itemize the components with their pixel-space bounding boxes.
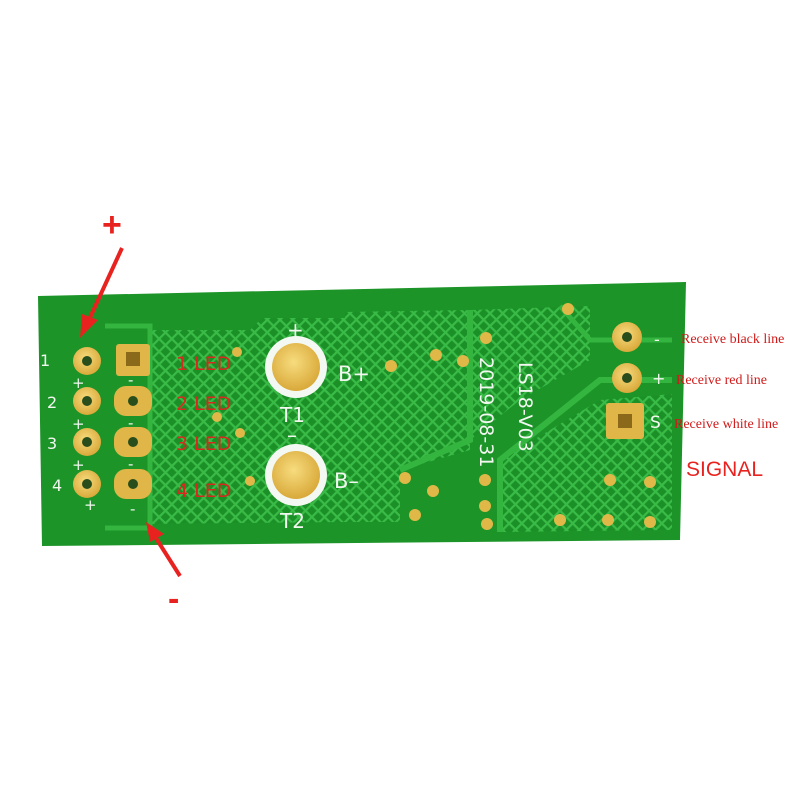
- hatch-middle: [345, 310, 470, 522]
- pad-mark-3: -: [128, 455, 133, 473]
- receive-red-label: Receive red line: [676, 373, 767, 388]
- receive-black-label: Receive black line: [681, 332, 784, 347]
- trace-3: [105, 323, 153, 531]
- pad-mark-4: -: [130, 500, 135, 518]
- pin-pads: [73, 347, 101, 498]
- plus-mark-1: +: [72, 374, 85, 392]
- trace-4: [558, 304, 672, 343]
- header-minus-label: -: [654, 330, 660, 349]
- receive-white-label: Receive white line: [674, 417, 778, 432]
- trace-1: [398, 310, 473, 473]
- b-minus-label: B–: [334, 469, 359, 493]
- t1-plus-mark: +: [287, 318, 304, 342]
- b-plus-label: B+: [338, 362, 370, 386]
- t2-minus-mark: –: [287, 423, 297, 447]
- plus-mark-2: +: [72, 415, 85, 433]
- led-labels: 1 LED 2 LED 3 LED 4 LED: [176, 353, 231, 502]
- t2-label: T2: [279, 509, 305, 533]
- led-label-2: 2 LED: [176, 393, 231, 415]
- led-pads: [114, 344, 152, 499]
- pad-mark-2: -: [128, 414, 133, 432]
- signal-label: SIGNAL: [686, 458, 763, 481]
- pad-mark-1: -: [128, 371, 133, 389]
- date-label: 2019-08-31: [475, 357, 497, 467]
- model-label: LS18-V03: [514, 362, 536, 452]
- minus-arrow: [152, 533, 182, 578]
- vias: [212, 303, 656, 530]
- header-plus-label: +: [652, 369, 665, 388]
- plus-mark-4: +: [84, 496, 97, 514]
- minus-annotation: -: [168, 580, 179, 618]
- plus-mark-3: +: [72, 456, 85, 474]
- pin-number-1: 1: [40, 351, 50, 370]
- pin-number-3: 3: [47, 434, 57, 453]
- t1-label: T1: [279, 403, 305, 427]
- led-label-3: 3 LED: [176, 433, 231, 455]
- led-label-4: 4 LED: [176, 480, 231, 502]
- pin-number-2: 2: [47, 393, 57, 412]
- plus-annotation: +: [102, 206, 122, 244]
- led-label-1: 1 LED: [176, 353, 231, 375]
- silkscreen: 1 2 3 4 + + + + - - - - + – T1 T2 B+ B– …: [40, 318, 665, 533]
- header-s-label: S: [650, 413, 661, 433]
- plus-arrow: [86, 247, 124, 323]
- pin-number-4: 4: [52, 476, 62, 495]
- hatch-right-top: [470, 306, 590, 440]
